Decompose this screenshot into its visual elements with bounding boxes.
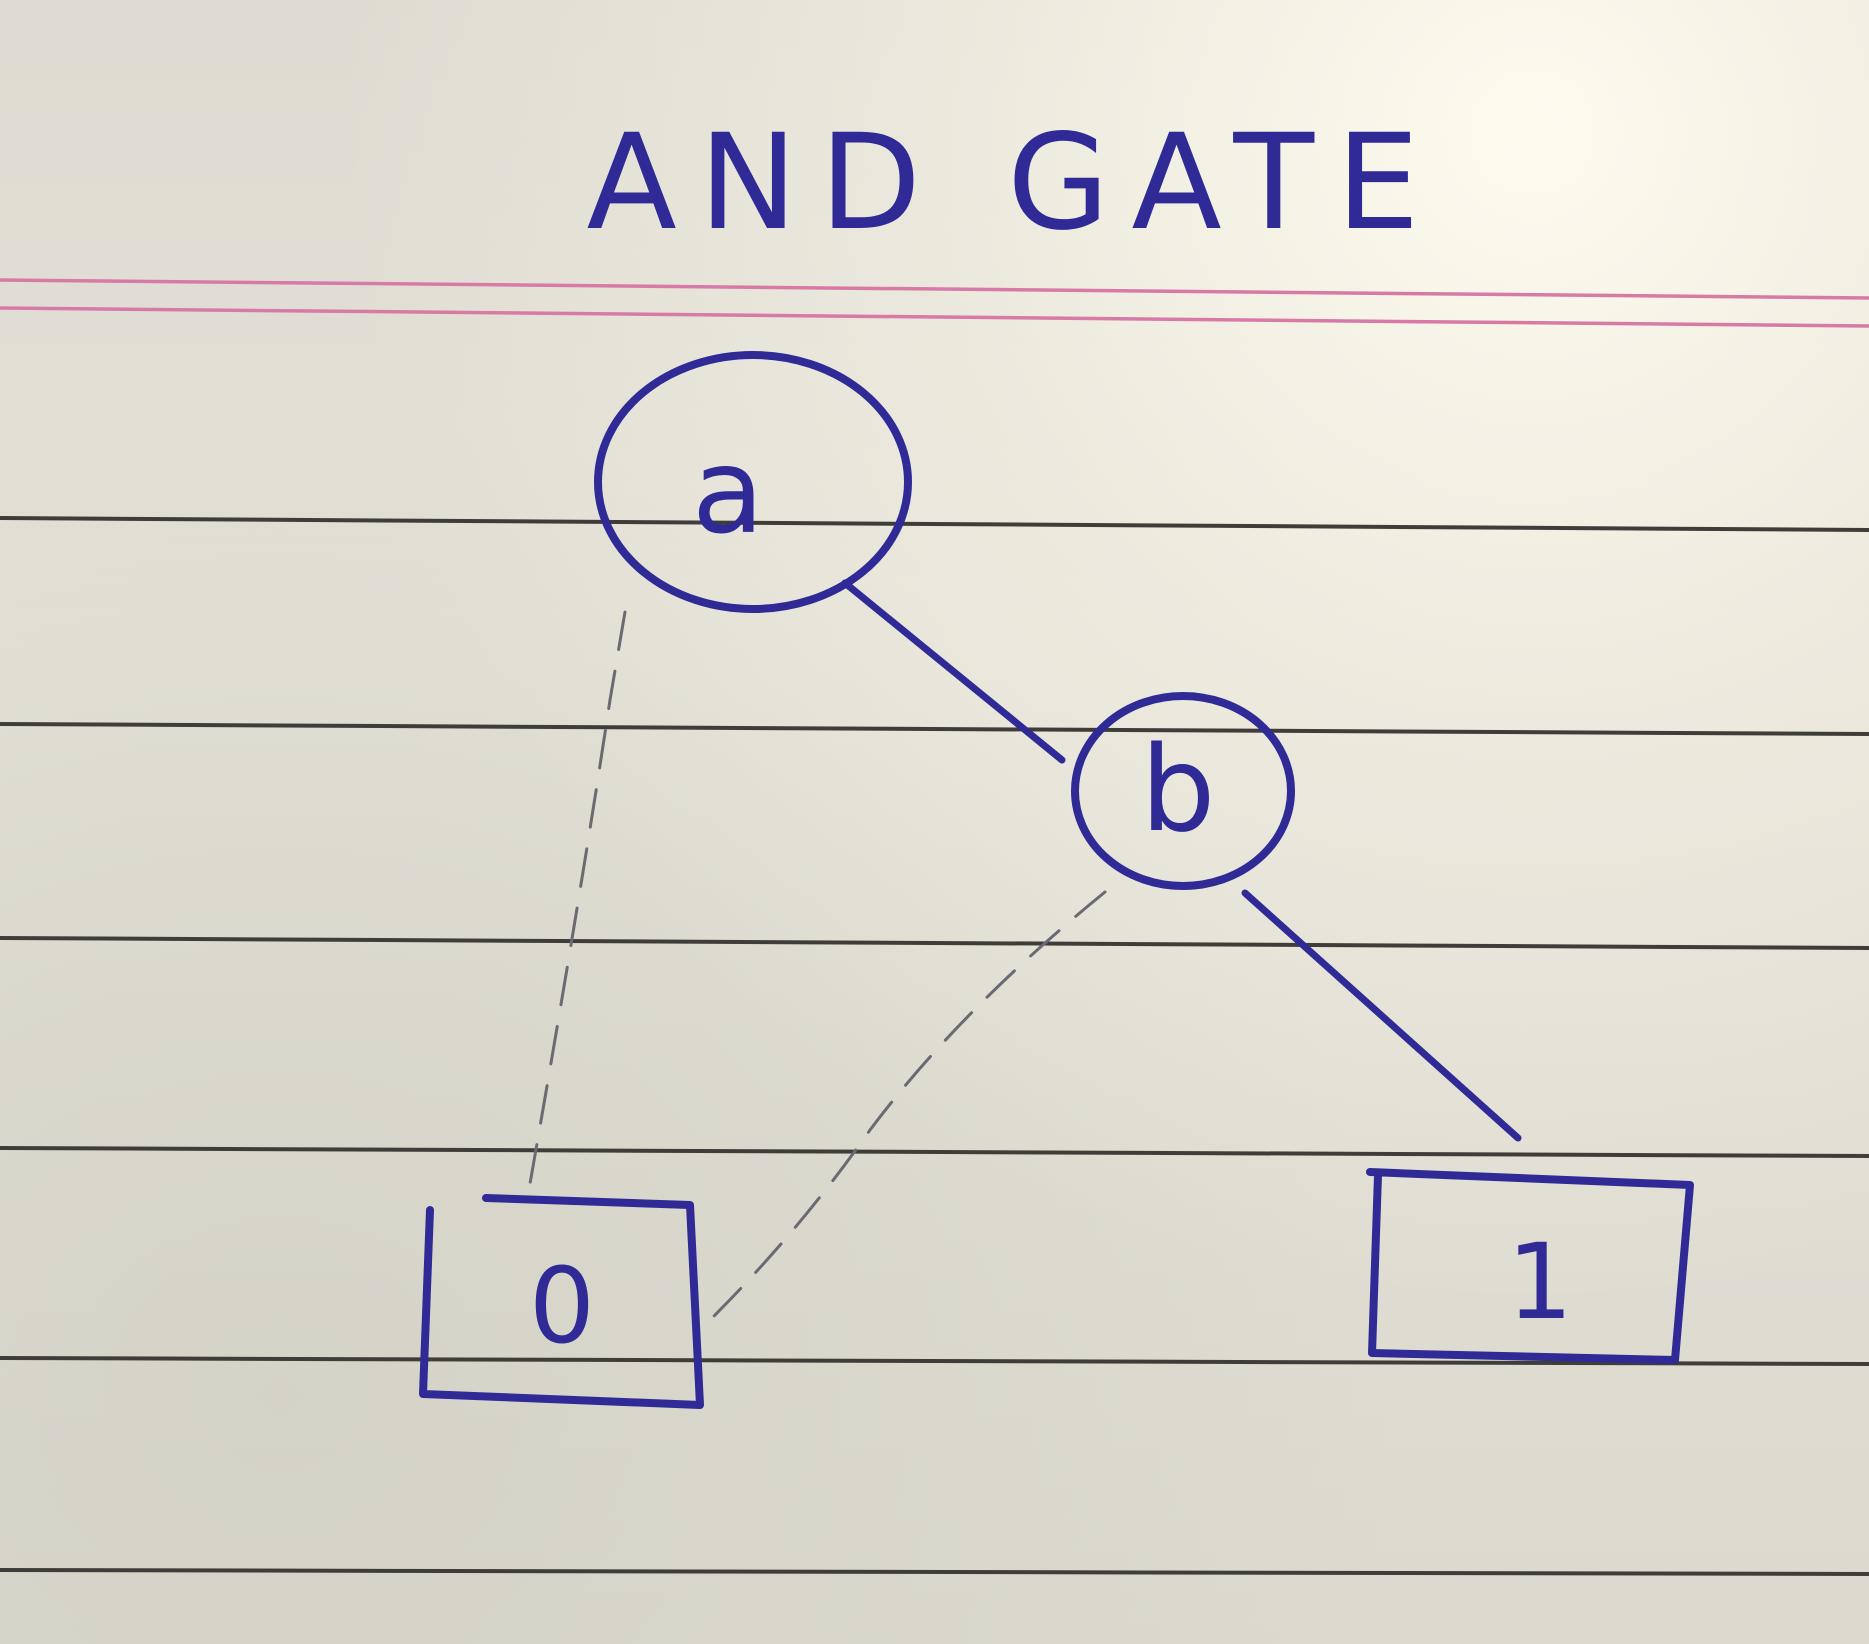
node-a-circle	[594, 351, 912, 613]
terminal-1-box	[1366, 1168, 1694, 1364]
terminal-0: 0	[419, 1194, 704, 1409]
rule-line	[0, 1568, 1869, 1576]
margin-line	[0, 278, 1869, 300]
node-b-label: b	[1141, 720, 1216, 858]
margin-line	[0, 306, 1869, 328]
terminal-0-box	[419, 1194, 704, 1409]
edges	[526, 579, 1522, 1320]
paper-ruling	[0, 278, 1869, 1576]
terminal-0-label: 0	[529, 1245, 595, 1367]
node-b: b	[1071, 692, 1295, 890]
edge-b-to-0-dashed	[710, 890, 1107, 1320]
edge-a-to-b-solid	[841, 579, 1066, 764]
edge-b-to-1-solid	[1241, 889, 1522, 1142]
diagram-title: AND GATE	[586, 106, 1441, 260]
rule-line	[0, 1146, 1869, 1158]
rule-line	[0, 936, 1869, 950]
rule-line	[0, 722, 1869, 736]
terminal-1-label: 1	[1507, 1221, 1573, 1343]
node-a: a	[594, 351, 912, 613]
terminal-1: 1	[1366, 1168, 1694, 1364]
edge-a-to-0-dashed	[526, 610, 627, 1197]
rule-line	[0, 516, 1869, 532]
rule-line	[0, 1356, 1869, 1366]
node-a-label: a	[692, 422, 764, 560]
node-b-circle	[1071, 692, 1295, 890]
